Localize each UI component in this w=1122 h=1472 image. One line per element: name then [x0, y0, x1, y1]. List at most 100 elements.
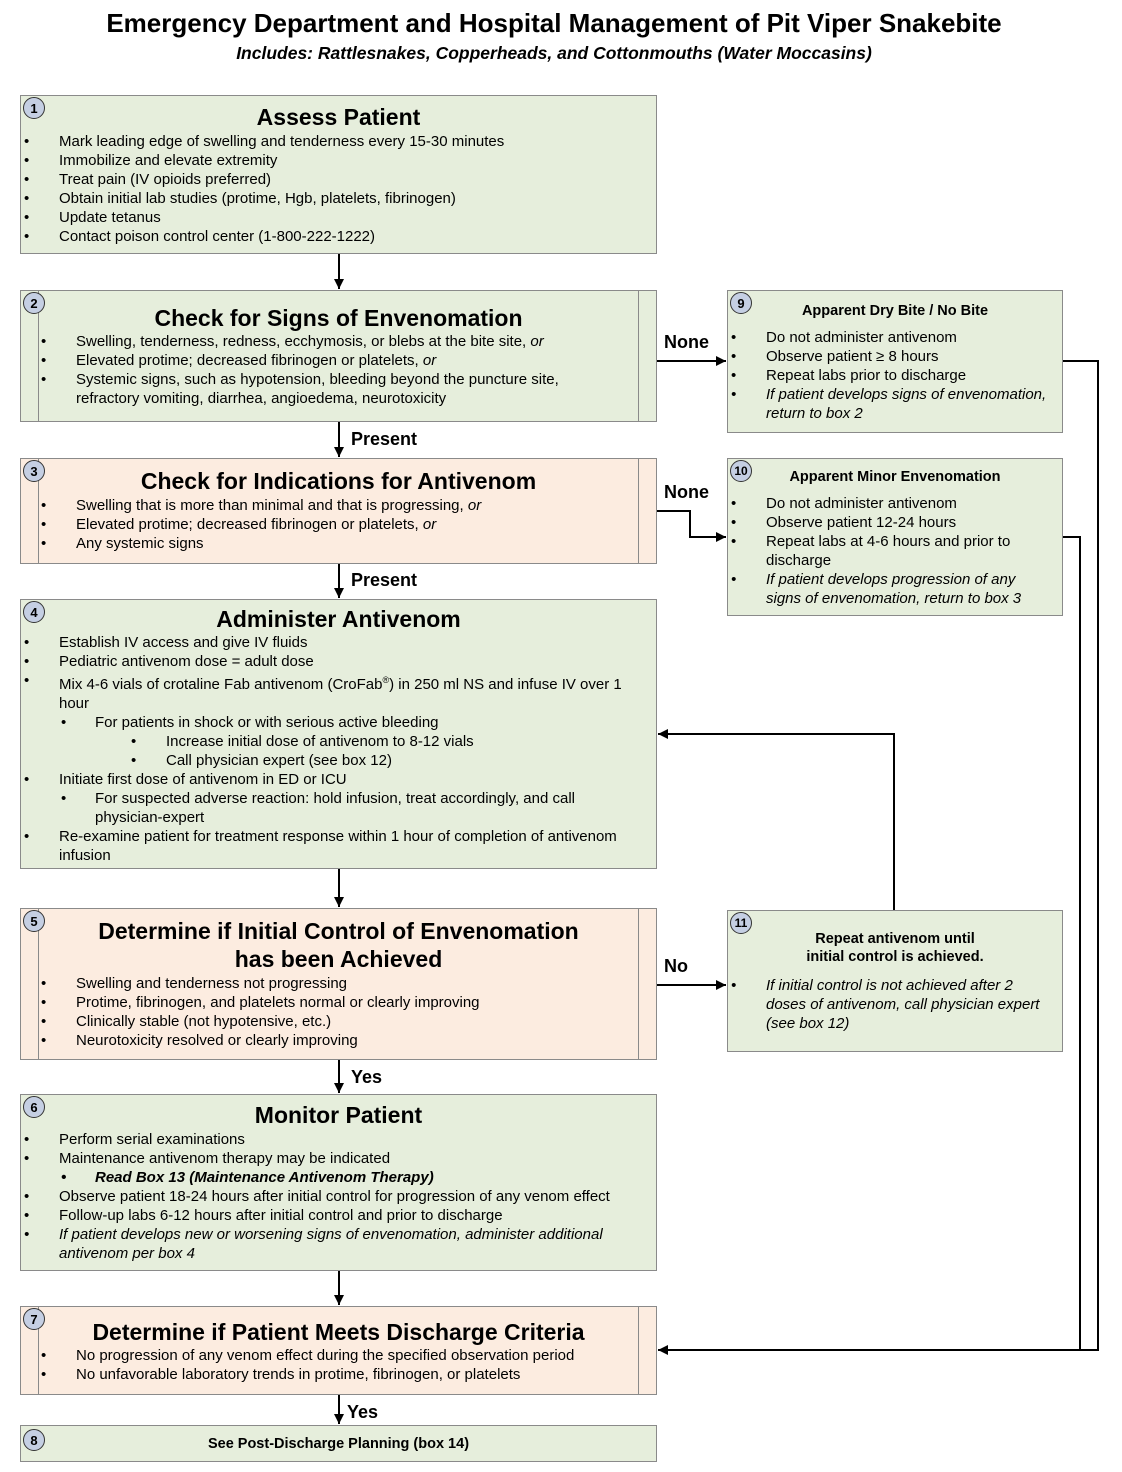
- list-item: Re-examine patient for treatment respons…: [21, 827, 650, 865]
- box-number-badge: 9: [730, 292, 752, 314]
- page-title: Emergency Department and Hospital Manage…: [106, 8, 1002, 38]
- box-title-line1: Repeat antivenom until: [815, 931, 975, 947]
- box-sidebar: [638, 1307, 656, 1394]
- label-yes: Yes: [347, 1402, 379, 1422]
- list-item: Increase initial dose of antivenom to 8-…: [21, 732, 650, 751]
- list-item: Repeat labs prior to discharge: [728, 366, 1054, 385]
- box-1-assess-patient: 1 Assess Patient Mark leading edge of sw…: [20, 95, 657, 254]
- list-item: Treat pain (IV opioids preferred): [21, 170, 648, 189]
- label-present: Present: [351, 570, 418, 590]
- arrow-11-to-4: [658, 729, 895, 910]
- box-title: Assess Patient: [256, 104, 421, 130]
- box-7-discharge-criteria: 7 Determine if Patient Meets Discharge C…: [20, 1306, 657, 1395]
- box-11-repeat-antivenom: 11 Repeat antivenom until initial contro…: [727, 910, 1063, 1052]
- list-item: Swelling and tenderness not progressing: [38, 974, 626, 993]
- label-present: Present: [351, 429, 418, 449]
- label-no: No: [664, 956, 688, 976]
- arrow-3-to-10: [657, 510, 726, 542]
- box-sidebar: [638, 459, 656, 563]
- list-item: Elevated protime; decreased fibrinogen o…: [38, 515, 626, 534]
- box-title-line1: Determine if Initial Control of Envenoma…: [98, 918, 579, 944]
- arrow-10-to-7: [1063, 536, 1081, 1350]
- list-item: Elevated protime; decreased fibrinogen o…: [38, 351, 626, 370]
- list-item: Contact poison control center (1-800-222…: [21, 227, 648, 246]
- box-title: Administer Antivenom: [216, 606, 461, 632]
- list-item: Systemic signs, such as hypotension, ble…: [38, 370, 626, 408]
- box-2-signs-of-envenomation: 2 Check for Signs of Envenomation Swelli…: [20, 290, 657, 422]
- list-item: Call physician expert (see box 12): [21, 751, 650, 770]
- list-item: Mix 4-6 vials of crotaline Fab antivenom…: [21, 671, 650, 713]
- box-number-badge: 11: [730, 912, 752, 934]
- bullet-list: Swelling, tenderness, redness, ecchymosi…: [38, 332, 626, 408]
- list-item: Establish IV access and give IV fluids: [21, 633, 650, 652]
- list-item: Observe patient ≥ 8 hours: [728, 347, 1054, 366]
- box-3-indications-for-antivenom: 3 Check for Indications for Antivenom Sw…: [20, 458, 657, 564]
- list-item: For patients in shock or with serious ac…: [21, 713, 650, 732]
- list-item: For suspected adverse reaction: hold inf…: [21, 789, 650, 827]
- bullet-list: Perform serial examinations Maintenance …: [21, 1130, 644, 1263]
- box-6-monitor-patient: 6 Monitor Patient Perform serial examina…: [20, 1094, 657, 1271]
- box-number-badge: 4: [23, 601, 45, 623]
- box-title: Check for Indications for Antivenom: [140, 468, 537, 494]
- box-title-line2: has been Achieved: [234, 946, 443, 972]
- list-item: Follow-up labs 6-12 hours after initial …: [21, 1206, 644, 1225]
- arrow-9-to-7: [658, 360, 1099, 1355]
- list-item: If patient develops new or worsening sig…: [21, 1225, 644, 1263]
- list-item: If patient develops signs of envenomatio…: [728, 385, 1054, 423]
- list-item: Maintenance antivenom therapy may be ind…: [21, 1149, 644, 1168]
- box-title: See Post-Discharge Planning (box 14): [207, 1436, 470, 1452]
- bullet-list: If initial control is not achieved after…: [728, 976, 1056, 1033]
- box-8-post-discharge: 8 See Post-Discharge Planning (box 14): [20, 1425, 657, 1462]
- list-item: If patient develops progression of any s…: [728, 570, 1054, 608]
- box-title: Check for Signs of Envenomation: [154, 305, 523, 331]
- box-5-initial-control: 5 Determine if Initial Control of Enveno…: [20, 908, 657, 1060]
- box-number-badge: 10: [730, 460, 752, 482]
- list-item: Perform serial examinations: [21, 1130, 644, 1149]
- box-number-badge: 3: [23, 460, 45, 482]
- box-title: Monitor Patient: [254, 1102, 423, 1128]
- box-10-minor-envenomation: 10 Apparent Minor Envenomation Do not ad…: [727, 458, 1063, 616]
- list-item: Observe patient 12-24 hours: [728, 513, 1054, 532]
- box-9-dry-bite: 9 Apparent Dry Bite / No Bite Do not adm…: [727, 290, 1063, 433]
- list-item: Neurotoxicity resolved or clearly improv…: [38, 1031, 626, 1050]
- box-title: Apparent Dry Bite / No Bite: [801, 303, 989, 319]
- list-item: Observe patient 18-24 hours after initia…: [21, 1187, 644, 1206]
- list-item: If initial control is not achieved after…: [728, 976, 1056, 1033]
- page-subtitle: Includes: Rattlesnakes, Copperheads, and…: [236, 43, 872, 63]
- box-sidebar: [638, 909, 656, 1059]
- box-number-badge: 2: [23, 292, 45, 314]
- list-item: Initiate first dose of antivenom in ED o…: [21, 770, 650, 789]
- list-item: No progression of any venom effect durin…: [38, 1346, 626, 1365]
- list-item: Swelling that is more than minimal and t…: [38, 496, 626, 515]
- list-item: No unfavorable laboratory trends in prot…: [38, 1365, 626, 1384]
- list-item: Clinically stable (not hypotensive, etc.…: [38, 1012, 626, 1031]
- bullet-list: Do not administer antivenom Observe pati…: [728, 494, 1054, 608]
- list-item: Repeat labs at 4-6 hours and prior to di…: [728, 532, 1054, 570]
- list-item: Read Box 13 (Maintenance Antivenom Thera…: [21, 1168, 644, 1187]
- list-item: Any systemic signs: [38, 534, 626, 553]
- box-title: Determine if Patient Meets Discharge Cri…: [92, 1319, 585, 1345]
- list-item: Mark leading edge of swelling and tender…: [21, 132, 648, 151]
- bullet-list: Swelling and tenderness not progressing …: [38, 974, 626, 1050]
- label-none: None: [664, 332, 709, 352]
- list-item: Immobilize and elevate extremity: [21, 151, 648, 170]
- bullet-list: Establish IV access and give IV fluids P…: [21, 633, 650, 865]
- list-item: Swelling, tenderness, redness, ecchymosi…: [38, 332, 626, 351]
- list-item: Do not administer antivenom: [728, 494, 1054, 513]
- box-4-administer-antivenom: 4 Administer Antivenom Establish IV acce…: [20, 599, 657, 869]
- box-number-badge: 5: [23, 910, 45, 932]
- box-number-badge: 6: [23, 1096, 45, 1118]
- bullet-list: No progression of any venom effect durin…: [38, 1346, 626, 1384]
- list-item: Update tetanus: [21, 208, 648, 227]
- box-title: Apparent Minor Envenomation: [789, 469, 1001, 485]
- list-item: Do not administer antivenom: [728, 328, 1054, 347]
- label-none: None: [664, 482, 709, 502]
- box-title-line2: initial control is achieved.: [806, 949, 984, 965]
- list-item: Obtain initial lab studies (protime, Hgb…: [21, 189, 648, 208]
- list-item: Protime, fibrinogen, and platelets norma…: [38, 993, 626, 1012]
- label-yes: Yes: [351, 1067, 383, 1087]
- box-sidebar: [638, 291, 656, 421]
- box-number-badge: 1: [23, 97, 45, 119]
- list-item: Pediatric antivenom dose = adult dose: [21, 652, 650, 671]
